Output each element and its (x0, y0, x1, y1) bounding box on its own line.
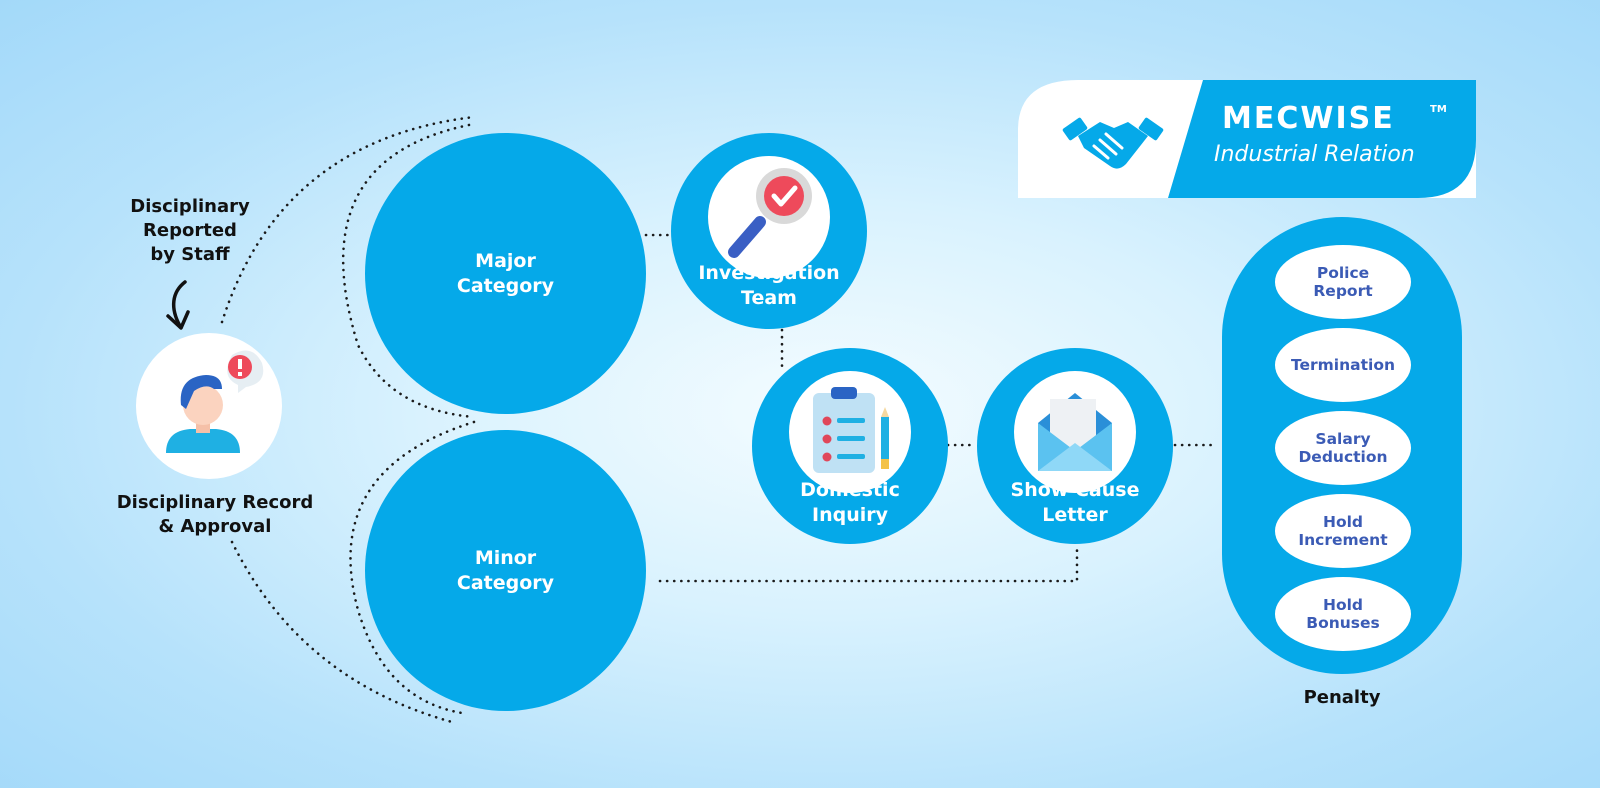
trademark-mark: TM (1430, 104, 1447, 115)
penalty-termination: Termination (1275, 328, 1411, 402)
investigation-team-node: Investigation Team (671, 133, 867, 329)
brand-badge (1018, 80, 1476, 198)
show-cause-letter-label: Show Cause Letter (1010, 479, 1140, 526)
arrow-down-icon (172, 280, 187, 328)
penalty-panel: Police Report Termination Salary Deducti… (1222, 217, 1462, 674)
domestic-inquiry-node: Domestic Inquiry (752, 348, 948, 544)
penalty-police-report: Police Report (1275, 245, 1411, 319)
magnifier-check-icon (728, 168, 812, 258)
penalty-caption: Penalty (1303, 687, 1381, 708)
envelope-letter-icon (1038, 393, 1112, 471)
brand-subtitle: Industrial Relation (1214, 142, 1415, 167)
reported-by-staff-caption: Disciplinary Reported by Staff (130, 196, 250, 265)
investigation-team-label: Investigation Team (698, 262, 840, 309)
handshake-icon (1062, 117, 1164, 169)
inner-arc-bottom (349, 420, 476, 715)
major-category-node: Major Category (365, 133, 646, 414)
show-cause-letter-node: Show Cause Letter (977, 348, 1173, 544)
major-category-label: Major Category (456, 249, 555, 297)
penalty-salary-deduction: Salary Deduction (1275, 411, 1411, 485)
minor-category-label: Minor Category (456, 546, 555, 594)
domestic-inquiry-label: Domestic Inquiry (800, 479, 900, 526)
disciplinary-record-caption: Disciplinary Record & Approval (116, 492, 314, 537)
minor-category-node: Minor Category (365, 430, 646, 711)
outer-arc-top (220, 115, 476, 324)
clipboard-checklist-icon (813, 387, 889, 473)
brand-wordmark: MECWISE (1222, 101, 1395, 136)
inner-arc-top (341, 123, 476, 419)
reporter-node (136, 333, 282, 479)
staff-alert-icon (166, 350, 264, 453)
penalty-hold-bonuses: Hold Bonuses (1275, 577, 1411, 651)
link-minor-letter (658, 544, 1079, 583)
penalty-hold-increment: Hold Increment (1275, 494, 1411, 568)
